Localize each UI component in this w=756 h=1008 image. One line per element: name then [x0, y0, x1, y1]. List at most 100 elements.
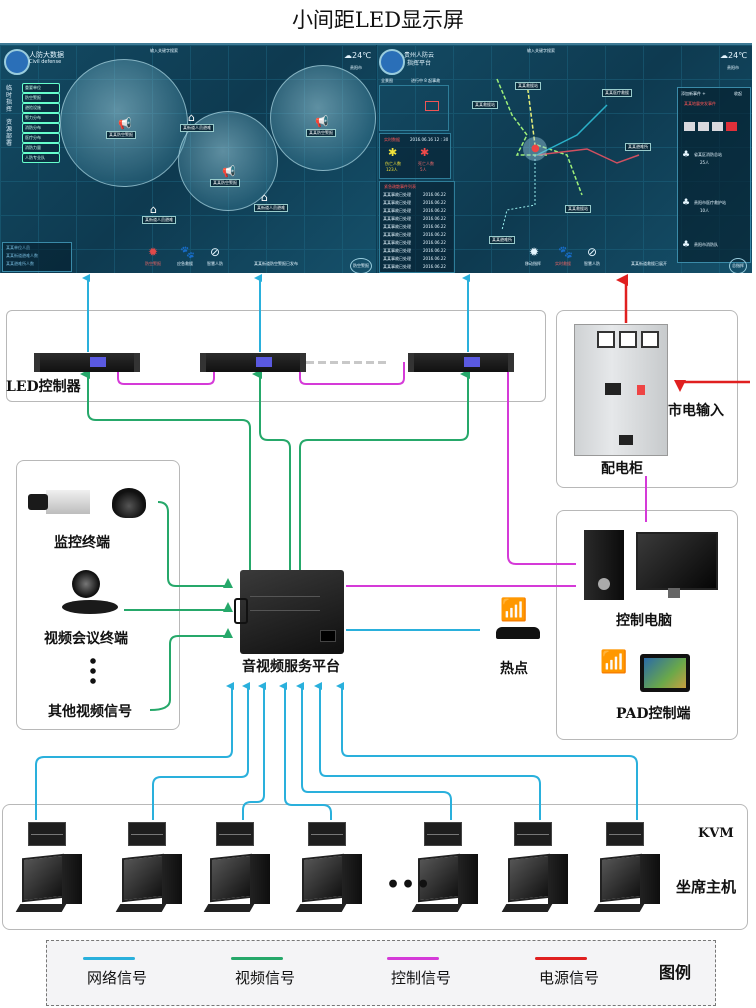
link-icon[interactable]: ⊘ [210, 245, 221, 259]
weather-temp: ☁24℃ [720, 51, 748, 60]
side-menu-item[interactable]: 重要单位 [22, 83, 60, 93]
seat-host-computer [501, 852, 570, 922]
event-name: 某某事故已处理 [383, 200, 411, 205]
side-menu-item[interactable]: 防空警报 [22, 93, 60, 103]
power-cabinet-label: 配电柜 [601, 461, 643, 477]
bottom-button-label[interactable]: 应急救援 [177, 261, 193, 266]
map-tag[interactable]: 某某救援站 [515, 82, 541, 90]
app-title: 贵州人防云 [404, 52, 435, 59]
wifi-icon: 📶 [600, 650, 628, 675]
kvm-device [606, 822, 644, 846]
legend: 网络信号视频信号控制信号电源信号 图例 [46, 940, 716, 1006]
shelter-icon: ⌂ [150, 203, 157, 216]
event-row[interactable]: 某某事故已处理 2016.06.22 [383, 264, 451, 270]
led-panel-left: 人防大数据 Civil defense 输入关键字搜索 ☁24℃ 贵阳市 重要单… [0, 45, 376, 273]
box-camera-icon [28, 490, 90, 514]
location-pin-icon: ● [531, 143, 540, 154]
bottom-button-label[interactable]: 防空警报 [145, 261, 161, 266]
side-menu-item[interactable]: 消防分布 [22, 123, 60, 133]
vertical-tab[interactable]: 资源部署 [6, 119, 13, 147]
corner-button[interactable]: 总指挥 [729, 258, 747, 273]
diagram-title: 小间距LED显示屏 [291, 8, 465, 32]
map-tag[interactable]: 某某医疗救援 [602, 89, 632, 97]
router-icon [496, 627, 540, 639]
map-tag[interactable]: 某街道人员避难 [180, 124, 214, 132]
seat-host-computer [115, 852, 184, 922]
team-icon: ♣ [682, 150, 691, 160]
paw-icon[interactable]: 🐾 [180, 245, 195, 259]
side-menu-item[interactable]: 消防力量 [22, 143, 60, 153]
control-pc-monitor [636, 532, 718, 590]
event-date: 2016.06.22 [423, 232, 446, 237]
cloud-sun-icon: ☁ [344, 51, 352, 60]
seat-host-computer [295, 852, 364, 922]
status-bar: 某某街道救援已展开 [631, 261, 667, 266]
gear-icon[interactable]: ✹ [529, 245, 540, 259]
tablet-icon [640, 654, 690, 692]
control-pc-label: 控制电脑 [616, 613, 672, 629]
vertical-tab[interactable]: 临时指挥 [6, 85, 13, 113]
person-icon: ✱ [388, 146, 398, 159]
bottom-button-label[interactable]: 实时救援 [555, 261, 571, 266]
map-tag[interactable]: 某某避难所 [489, 236, 515, 244]
side-menu-item[interactable]: 警力分布 [22, 113, 60, 123]
person-icon: ✱ [420, 146, 430, 159]
led-controller-device [34, 353, 140, 372]
event-name: 某某事故已处理 [383, 256, 411, 261]
minimap[interactable] [379, 85, 449, 131]
led-panel-right: 贵州人防云 指挥平台 输入关键字搜索 ☁24℃ 贵阳市 全景图 进行中 8 起事… [377, 45, 752, 273]
kvm-label: KVM [698, 826, 734, 841]
bottom-button-label[interactable]: 智慧人防 [584, 261, 600, 266]
link-icon[interactable]: ⊘ [587, 245, 598, 259]
map-tag[interactable]: 某某避难所 [625, 143, 651, 151]
bottom-button-label[interactable]: 移动指挥 [525, 261, 541, 266]
kvm-device [514, 822, 552, 846]
led-controller-device [408, 353, 514, 372]
side-menu-item[interactable]: 医疗分布 [22, 133, 60, 143]
seat-host-label: 坐席主机 [676, 878, 737, 896]
side-menu-item[interactable]: 避险设施 [22, 103, 60, 113]
bottom-button-label[interactable]: 智慧人防 [207, 261, 223, 266]
led-display-screen: 人防大数据 Civil defense 输入关键字搜索 ☁24℃ 贵阳市 重要单… [0, 43, 752, 273]
source-label: 其他视频信号 [48, 704, 132, 720]
status-bar: 某某街道防空警报已发布 [254, 261, 298, 266]
seat-host-computer [411, 852, 480, 922]
map-tag[interactable]: 某某防空警报 [106, 131, 136, 139]
seat-host-computer [203, 852, 272, 922]
megaphone-icon: 📢 [222, 165, 236, 178]
av-platform-label: 音视频服务平台 [242, 659, 340, 675]
city-select[interactable]: 贵阳市 [350, 65, 362, 70]
map-tag[interactable]: 某某防空警报 [306, 129, 336, 137]
map-tag[interactable]: 某某救援站 [472, 101, 498, 109]
side-menu-item[interactable]: 人防专业队 [22, 153, 60, 163]
alarm-coverage-circle [270, 65, 376, 171]
event-name: 某某事故已处理 [383, 224, 411, 229]
map-tag[interactable]: 某某防空警报 [210, 179, 240, 187]
search-input[interactable]: 输入关键字搜索 [150, 48, 178, 53]
event-date: 2016.06.22 [423, 216, 446, 221]
event-date: 2016.06.22 [423, 264, 446, 269]
corner-button[interactable]: 防空警报 [350, 258, 372, 273]
gear-icon[interactable]: ✹ [148, 245, 159, 259]
route-overlay [496, 78, 640, 231]
legend-swatch [83, 957, 135, 960]
incident-marker[interactable] [523, 137, 547, 161]
paw-icon[interactable]: 🐾 [558, 245, 573, 259]
map-tag[interactable]: 某街道人员避难 [142, 216, 176, 224]
map-tag[interactable]: 某街道人员避难 [254, 204, 288, 212]
city-select[interactable]: 贵阳市 [727, 65, 739, 70]
app-subtitle: Civil defense [29, 59, 62, 65]
event-name: 某某事故已处理 [383, 264, 411, 269]
search-input[interactable]: 输入关键字搜索 [527, 48, 555, 53]
map-tag[interactable]: 某某救援站 [565, 205, 591, 213]
